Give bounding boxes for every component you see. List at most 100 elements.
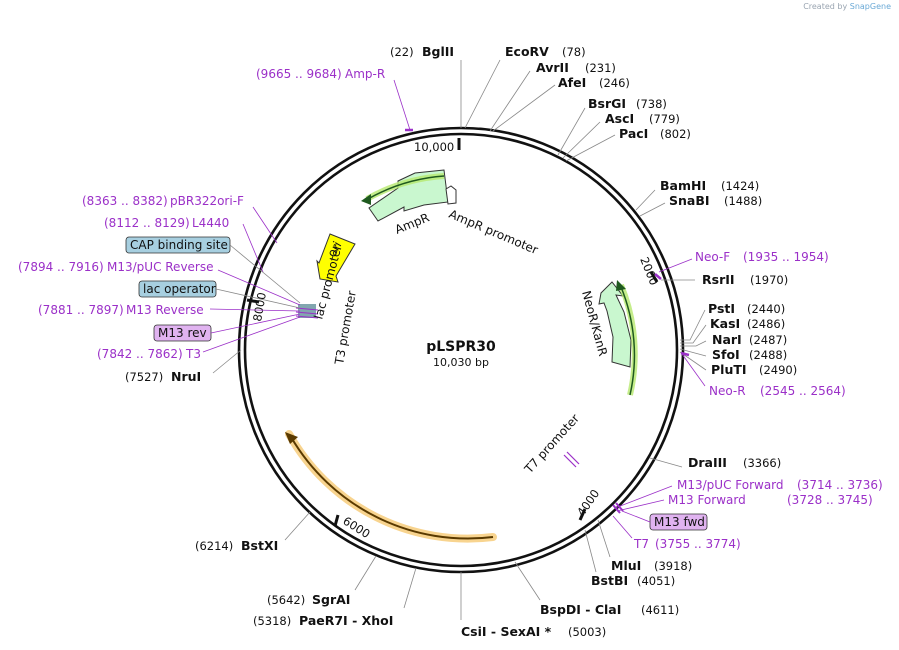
site-pos-bsrgi: (738) — [636, 97, 667, 111]
tick-2000 — [649, 271, 659, 283]
plasmid-name: pLSPR30 — [426, 339, 496, 355]
site-pos-mlui: (3918) — [654, 559, 692, 573]
site-pos-ecorv: (78) — [562, 45, 586, 59]
credit-prefix: Created by — [803, 2, 848, 11]
site-name-snabi: SnaBI — [669, 193, 710, 208]
primer-range-m13-reverse: (7881 .. 7897) — [38, 303, 124, 317]
primer-name-t3: T3 — [185, 347, 201, 361]
primer-name-neo-f: Neo-F — [695, 250, 730, 264]
ampr-highlight-line — [367, 175, 445, 200]
primer-range-pbr322ori-f: (8363 .. 8382) — [82, 194, 168, 208]
t7-mark-1 — [563, 454, 577, 468]
ampr-promoter-arrow — [445, 185, 457, 205]
feature-label-t7-promoter: T7 promoter — [521, 411, 582, 476]
site-pos-psti: (2440) — [747, 302, 785, 316]
lead-afei — [492, 84, 556, 132]
lead-lac-operator — [215, 288, 301, 309]
primer-name-m13-puc-reverse: M13/pUC Reverse — [107, 260, 214, 274]
site-name-paci: PacI — [619, 126, 648, 141]
site-pos-draiii: (3366) — [743, 456, 781, 470]
primer-range-neo-r: (2545 .. 2564) — [760, 384, 846, 398]
lead-t3 — [202, 316, 301, 353]
lead-m13-puc-reverse — [217, 269, 301, 306]
site-pos-snabi: (1488) — [724, 194, 762, 208]
site-pos-bstbi: (4051) — [637, 574, 675, 588]
cap-binding-site-label: CAP binding site — [130, 238, 228, 252]
neor-highlight-head — [616, 280, 626, 291]
primer-range-m13-puc-reverse: (7894 .. 7916) — [18, 260, 104, 274]
lead-asci — [562, 121, 601, 159]
site-pos-nrui: (7527) — [125, 370, 163, 384]
lead-neo-r — [681, 353, 706, 387]
lead-m13-reverse — [209, 308, 301, 312]
neor-highlight-line — [620, 286, 636, 396]
feature-label-t3-promoter: T3 promoter — [332, 290, 359, 367]
feature-label-ampr-promoter: AmpR promoter — [447, 207, 540, 257]
site-pos-sfoi: (2488) — [749, 348, 787, 362]
tick-label-4000: 4000 — [574, 487, 602, 519]
site-name-kasi: KasI — [710, 316, 740, 331]
site-name-rsrii: RsrII — [702, 272, 735, 287]
lead-bsrgi — [557, 107, 586, 156]
primer-range-t7: (3755 .. 3774) — [655, 537, 741, 551]
lead-neo-f — [658, 258, 693, 273]
backbone-inner — [243, 132, 679, 568]
ori-arrow — [316, 233, 356, 283]
site-pos-bstxi: (6214) — [195, 539, 233, 553]
site-name-afei: AfeI — [558, 75, 586, 90]
lac-operator-label: lac operator — [143, 282, 216, 296]
site-name-bglii: BglII — [422, 44, 454, 59]
lead-l4440 — [242, 223, 264, 273]
tick-8000 — [246, 298, 260, 304]
primer-mark-m13-fwd-2 — [615, 502, 624, 512]
site-pos-paer7i: (5318) — [253, 614, 291, 628]
lead-bstbi — [584, 529, 597, 573]
primer-range-m13-forward: (3728 .. 3745) — [787, 493, 873, 507]
orange-arrow-line — [290, 436, 494, 540]
snapgene-credit: Created by SnapGene — [803, 2, 891, 11]
primer-range-l4440: (8112 .. 8129) — [104, 216, 190, 230]
t7-mark-2 — [566, 451, 580, 465]
feature-label-ori: ori — [324, 239, 344, 260]
lead-mlui — [597, 519, 611, 558]
m13-fwd-label: M13 fwd — [654, 515, 705, 529]
site-pos-asci: (779) — [649, 112, 680, 126]
primer-name-neo-r: Neo-R — [709, 384, 746, 398]
lead-m13-rev — [210, 313, 301, 334]
lead-m13-puc-forward — [614, 485, 673, 509]
site-pos-afei: (246) — [599, 76, 630, 90]
tick-label-6000: 6000 — [340, 514, 372, 541]
lead-amp-r — [393, 79, 411, 131]
primer-name-m13-forward: M13 Forward — [668, 493, 746, 507]
site-name-bsrgi: BsrGI — [588, 96, 626, 111]
orange-arrow-head — [285, 432, 298, 444]
primer-name-l4440: L4440 — [192, 216, 229, 230]
m13-rev-label: M13 rev — [158, 326, 207, 340]
plasmid-size: 10,030 bp — [433, 356, 489, 369]
lead-cap-binding-site — [229, 244, 301, 304]
site-pos-bglii: (22) — [390, 45, 414, 59]
feature-label-ampr: AmpR — [393, 210, 431, 236]
site-name-avrii: AvrII — [536, 60, 569, 75]
site-name-pluti: PluTI — [711, 362, 747, 377]
site-name-bamhi: BamHI — [660, 178, 706, 193]
site-name-psti: PstI — [708, 301, 735, 316]
primer-name-m13-puc-forward: M13/pUC Forward — [677, 478, 784, 492]
lead-nari — [680, 340, 707, 347]
site-pos-kasi: (2486) — [747, 317, 785, 331]
lead-bamhi — [635, 189, 656, 211]
site-name-bspdi: BspDI - ClaI — [540, 602, 621, 617]
lead-paer7i — [403, 567, 417, 609]
lead-snabi — [639, 202, 666, 217]
ampr-arrow — [368, 169, 449, 222]
site-pos-csii: (5003) — [568, 625, 606, 639]
site-name-nrui: NruI — [171, 369, 201, 384]
site-pos-bamhi: (1424) — [721, 179, 759, 193]
lead-sfoi — [679, 348, 707, 357]
tick-label-8000: 8000 — [250, 291, 269, 322]
site-name-sfoi: SfoI — [712, 347, 740, 362]
tick-label-10000: 10,000 — [414, 140, 454, 154]
lead-avrii — [489, 70, 531, 132]
primer-mark-m13-fwd-1 — [612, 504, 621, 514]
lac-primer-mark-3 — [295, 315, 319, 319]
